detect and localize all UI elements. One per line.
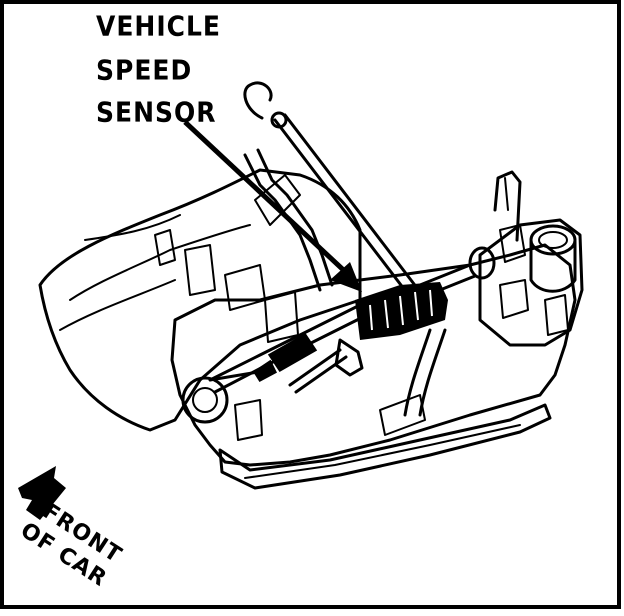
filler-tube <box>403 328 432 417</box>
shift-rod <box>243 153 322 292</box>
engine-block <box>38 168 362 432</box>
label-speed: SPEED <box>96 53 193 87</box>
transmission-case <box>170 243 577 467</box>
oil-pan <box>218 403 552 490</box>
tailshaft <box>478 218 584 347</box>
wire-bracket <box>493 170 522 242</box>
cable-connector <box>209 333 318 382</box>
label-vehicle: VEHICLE <box>96 9 222 43</box>
speed-sensor <box>355 282 448 340</box>
dipstick-tube <box>273 118 422 312</box>
callout-leader-arrow <box>183 120 362 292</box>
front-arrow-icon <box>18 466 66 520</box>
label-sensor: SENSOR <box>96 95 217 129</box>
speedometer-cable <box>208 263 472 382</box>
